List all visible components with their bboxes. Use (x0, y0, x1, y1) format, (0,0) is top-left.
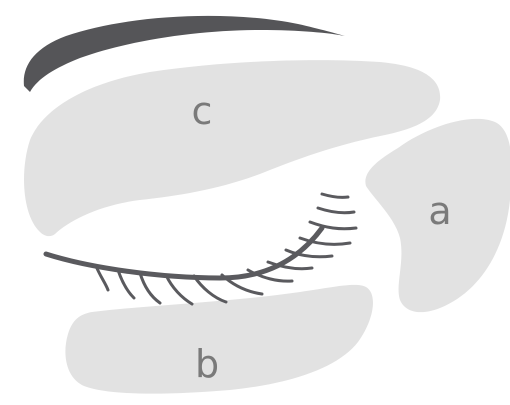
eyelash (140, 273, 160, 303)
zone-c-shape (24, 60, 440, 236)
eyelashes (96, 194, 356, 304)
zone-b-shape (65, 285, 373, 394)
zone-a-label: a (428, 189, 451, 233)
zone-b-label: b (195, 342, 219, 386)
eyelash (310, 222, 356, 229)
eyelash (318, 208, 354, 213)
eyelash (322, 194, 348, 197)
eyelid-line (46, 228, 322, 278)
zone-c-label: c (192, 89, 213, 133)
